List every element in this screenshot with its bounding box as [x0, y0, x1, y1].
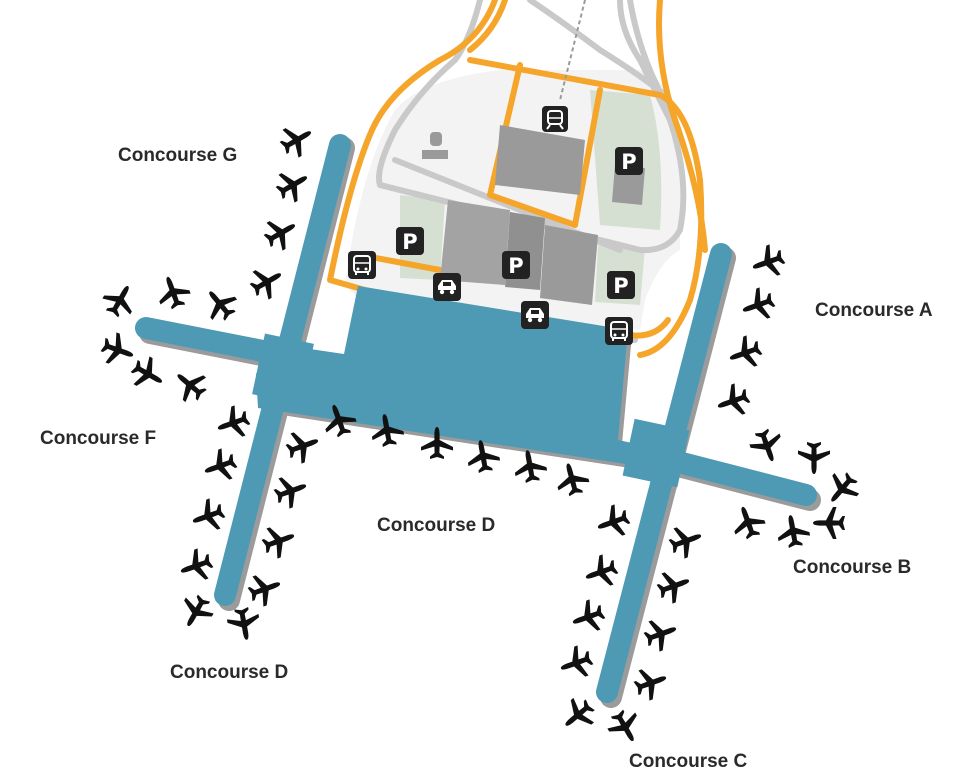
- airplane-icon: [97, 329, 139, 371]
- airplane-icon: [282, 425, 324, 467]
- parking-icon[interactable]: P: [502, 251, 530, 279]
- bus-icon[interactable]: [605, 317, 633, 345]
- airplane-icon: [712, 380, 754, 422]
- airplane-icon: [798, 442, 830, 474]
- svg-text:P: P: [508, 254, 523, 278]
- svg-text:P: P: [621, 150, 636, 174]
- taxi-icon[interactable]: [433, 273, 461, 301]
- airplane-icon: [746, 425, 788, 467]
- label-concourse-c: Concourse C: [629, 751, 748, 772]
- parking-icon[interactable]: P: [607, 271, 635, 299]
- airplane-icon: [580, 551, 622, 593]
- taxi-icon[interactable]: [521, 301, 549, 329]
- airplane-icon: [275, 118, 319, 162]
- label-concourse-b: Concourse B: [793, 557, 911, 578]
- airplane-icon: [567, 596, 609, 638]
- airplane-icon: [174, 590, 218, 634]
- rail-line: [559, 0, 586, 101]
- airplane-icon: [244, 568, 286, 610]
- label-concourse-a: Concourse A: [815, 300, 933, 321]
- control-tower-icon: [422, 132, 448, 159]
- airplane-icon: [175, 545, 217, 587]
- airplane-icon: [747, 241, 789, 283]
- airplane-icon: [727, 501, 769, 543]
- airplane-icon: [270, 470, 312, 512]
- west-hub: [252, 333, 314, 405]
- airplane-icon: [653, 565, 695, 607]
- airplane-icon: [199, 445, 241, 487]
- airplane-icon: [258, 520, 300, 562]
- bus-icon[interactable]: [348, 251, 376, 279]
- airplane-icon: [259, 211, 303, 255]
- airplane-icon: [245, 260, 289, 304]
- airplane-icon: [126, 352, 170, 396]
- parking-icon[interactable]: P: [396, 227, 424, 255]
- label-concourse-g: Concourse G: [118, 145, 237, 166]
- airplane-icon: [813, 507, 845, 539]
- airplane-icon: [774, 512, 812, 550]
- airplane-icon: [724, 332, 766, 374]
- airplane-icon: [592, 501, 634, 543]
- svg-text:P: P: [613, 274, 628, 298]
- airplane-icon: [225, 605, 263, 643]
- airplane-icon: [167, 362, 213, 408]
- label-concourse-f: Concourse F: [40, 428, 156, 449]
- airplane-icon: [640, 613, 682, 655]
- airplane-icon: [98, 278, 142, 322]
- airplane-icon: [665, 520, 707, 562]
- airplane-icon: [555, 692, 601, 738]
- airplane-icon: [552, 459, 592, 499]
- airplane-icon: [152, 271, 194, 313]
- label-concourse-d-west: Concourse D: [170, 662, 288, 683]
- airplane-icon: [819, 466, 865, 512]
- airplane-icon: [737, 284, 779, 326]
- parking-icon[interactable]: P: [615, 147, 643, 175]
- concourse-f-pier: [135, 317, 284, 364]
- label-concourse-d-center: Concourse D: [377, 515, 495, 536]
- airplane-icon: [212, 402, 254, 444]
- east-hub: [622, 418, 690, 488]
- airplane-icon: [197, 281, 243, 327]
- airplane-icon: [603, 705, 647, 749]
- access-roads: [327, 0, 708, 358]
- train-icon[interactable]: [542, 106, 568, 132]
- airplane-icon: [630, 662, 672, 704]
- airplane-icon: [187, 495, 229, 537]
- airplane-icon: [271, 163, 315, 207]
- airplane-icon: [555, 642, 597, 684]
- svg-text:P: P: [402, 230, 417, 254]
